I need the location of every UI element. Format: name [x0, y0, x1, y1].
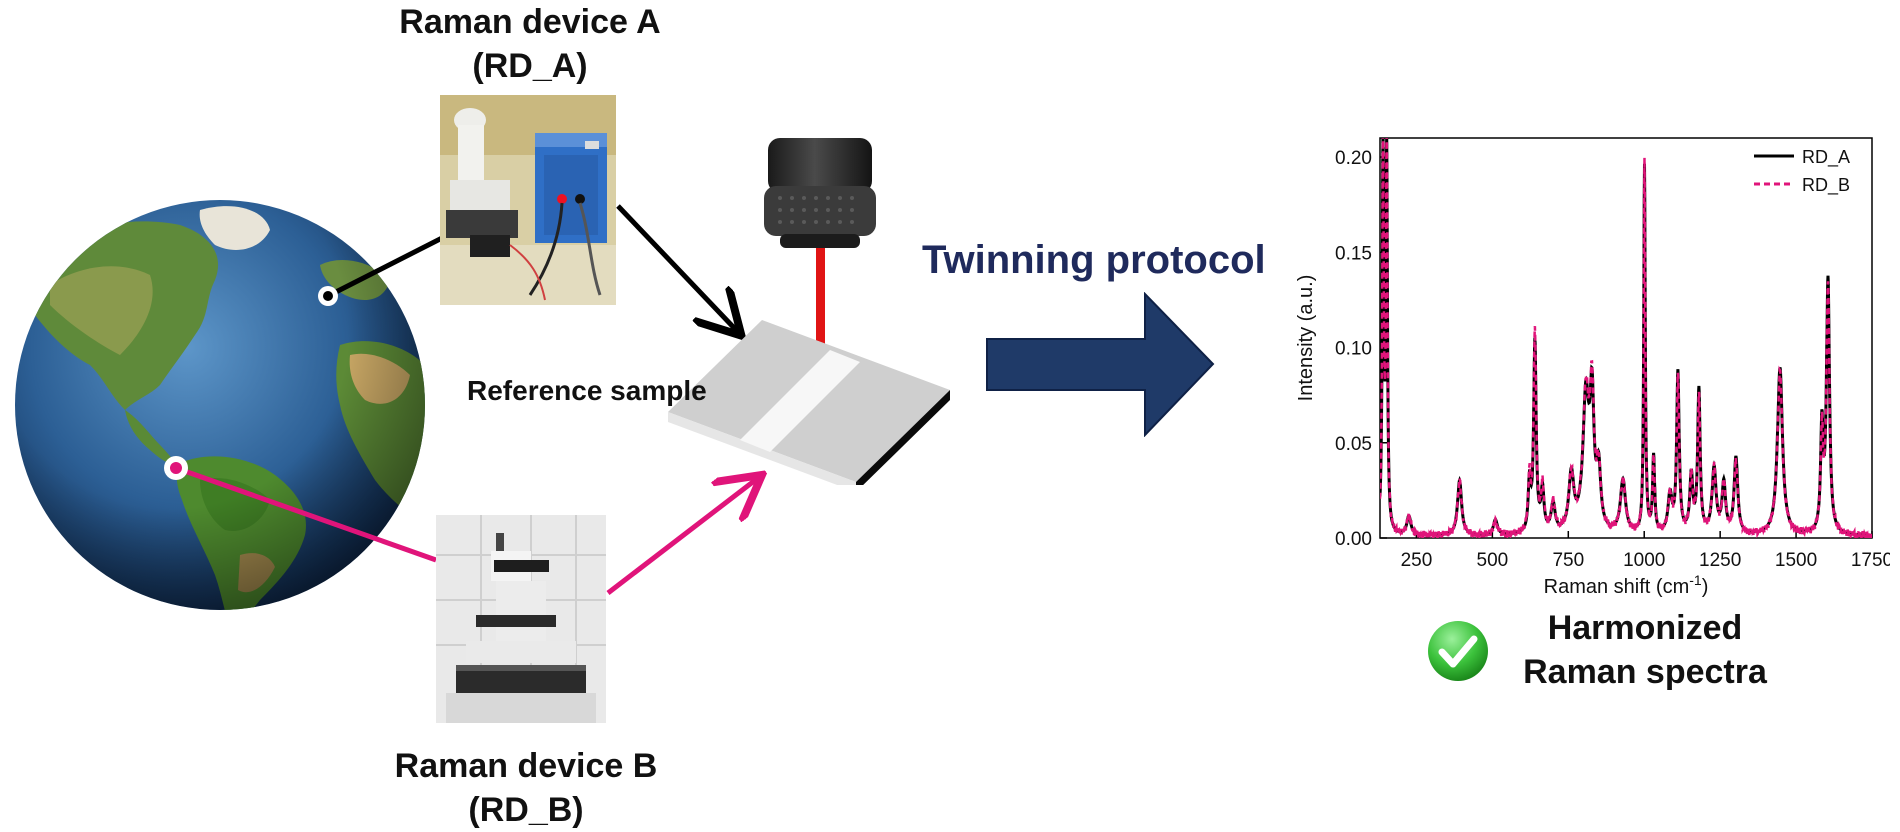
series-line-rd-a	[1380, 138, 1872, 537]
y-tick-label: 0.20	[1335, 148, 1372, 169]
series-line-rd-b	[1380, 138, 1872, 538]
link-line-a	[326, 233, 448, 299]
x-tick-label: 1500	[1775, 550, 1817, 571]
x-tick-label: 750	[1552, 550, 1584, 571]
x-tick-label: 1750	[1851, 550, 1890, 571]
x-axis-label: Raman shift (cm-1)	[1544, 572, 1709, 598]
device-a-name: Raman device A	[399, 3, 661, 41]
arrow-a-to-sample	[616, 204, 738, 332]
legend-label: RD_A	[1802, 147, 1850, 168]
x-tick-label: 1250	[1699, 550, 1741, 571]
y-tick-label: 0.05	[1335, 434, 1372, 455]
y-tick-label: 0.00	[1335, 529, 1372, 550]
result-line-1: Harmonized	[1547, 609, 1743, 647]
y-tick-label: 0.10	[1335, 339, 1372, 360]
process-arrow-icon	[986, 292, 1215, 437]
x-tick-label: 250	[1401, 550, 1433, 571]
plot-frame	[1379, 137, 1873, 539]
x-tick-label: 500	[1477, 550, 1509, 571]
legend-label: RD_B	[1802, 175, 1850, 196]
y-axis-label: Intensity (a.u.)	[1295, 275, 1317, 402]
check-icon	[1428, 621, 1488, 681]
microscope-photo	[440, 95, 616, 305]
slide-icon	[668, 320, 950, 485]
reference-sample-label: Reference sample	[467, 375, 707, 406]
device-b-name: Raman device B	[394, 747, 658, 785]
device-b-code: (RD_B)	[468, 791, 584, 829]
device-a-code: (RD_A)	[472, 47, 588, 85]
x-tick-label: 1000	[1623, 550, 1665, 571]
arrow-b-to-sample	[606, 478, 758, 595]
result-line-2: Raman spectra	[1523, 653, 1767, 691]
y-tick-label: 0.15	[1335, 243, 1372, 264]
laser-beam	[816, 248, 825, 393]
protocol-label: Twinning protocol	[922, 238, 1266, 282]
objective-lens-icon	[764, 138, 876, 393]
link-line-b	[175, 465, 437, 563]
microscope-photo	[436, 515, 606, 723]
spectrum-chart: 0.00 0.05 0.10 0.15 0.20 250 500 750 1000 1250 150…	[1295, 137, 1890, 598]
